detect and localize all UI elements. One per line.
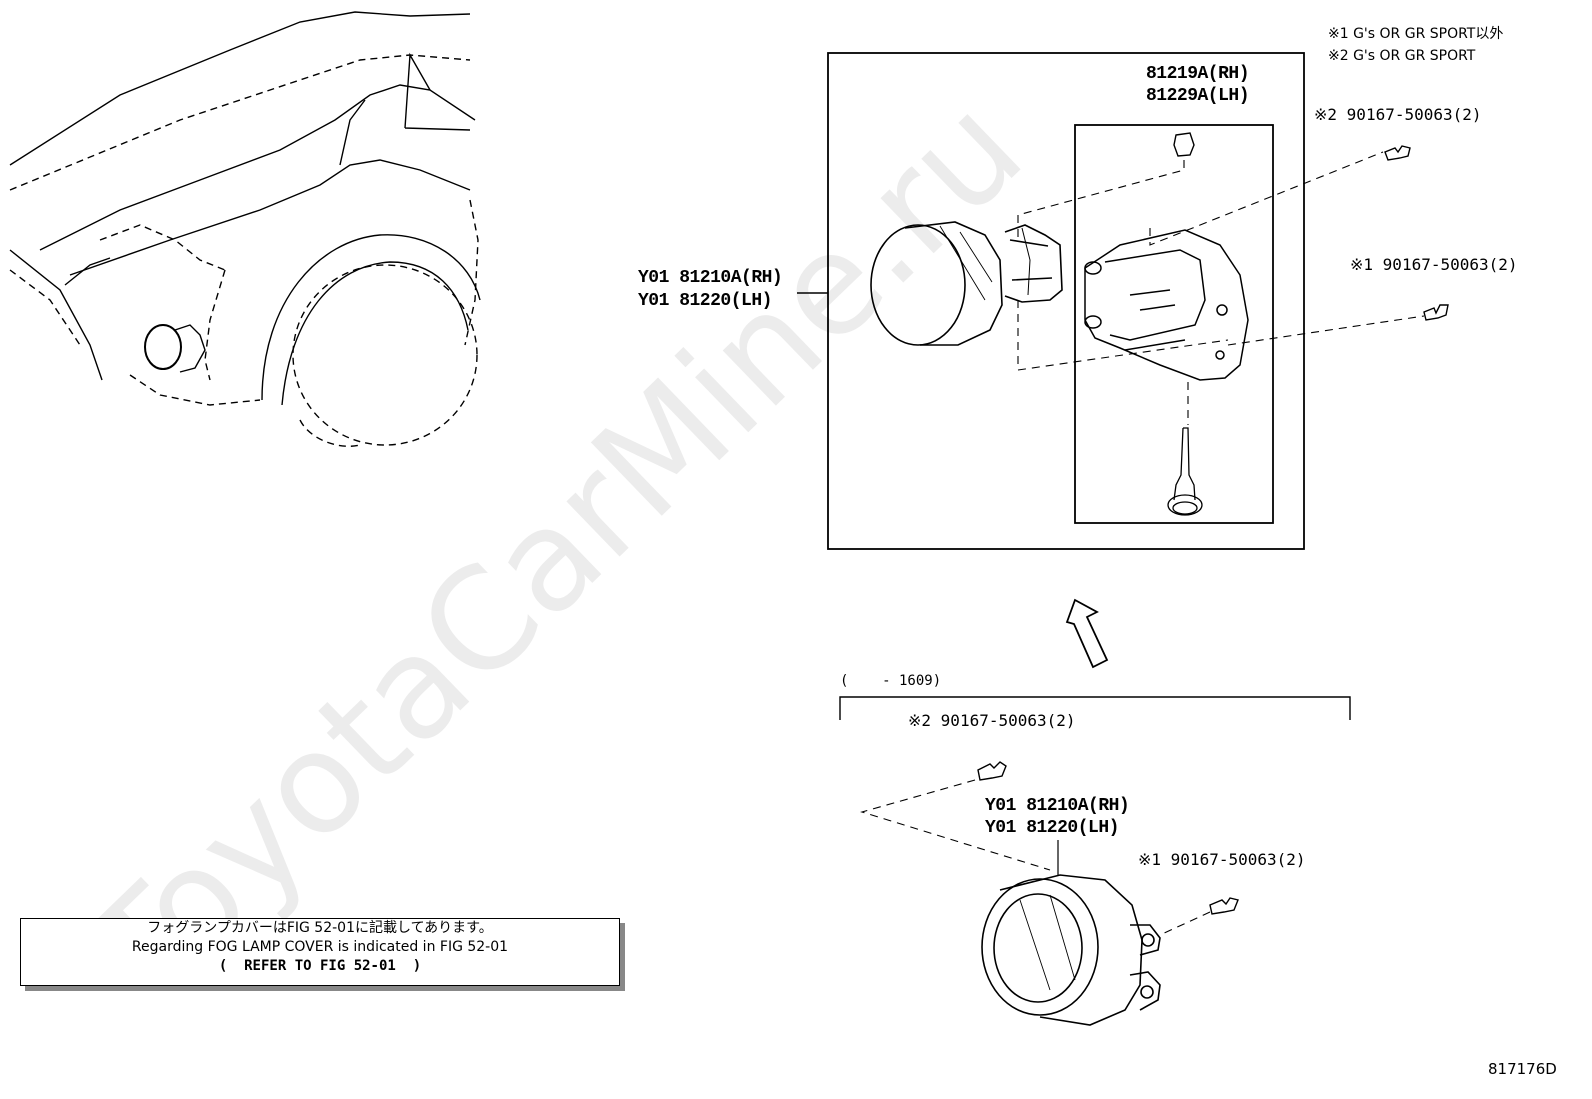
lower-leader-lines bbox=[860, 779, 1211, 936]
lower-lamp-part-lh-label: Y01 81220(LH) bbox=[985, 818, 1119, 838]
date-range-bracket bbox=[839, 696, 1351, 720]
legend-note-1: ※1 G's OR GR SPORT以外 bbox=[1328, 26, 1504, 42]
lamp-bracket bbox=[1084, 229, 1249, 381]
lower-screws bbox=[977, 761, 1239, 915]
upper-fog-lamp bbox=[870, 221, 1063, 346]
upper-screw-note2-label: ※2 90167-50063(2) bbox=[1314, 105, 1482, 124]
note-line-jp: フォグランプカバーはFIG 52-01に記載してあります。 bbox=[147, 920, 493, 936]
lower-screw-note2-label: ※2 90167-50063(2) bbox=[908, 711, 1076, 730]
lower-fog-lamp bbox=[981, 874, 1161, 1026]
lower-screw-note1-label: ※1 90167-50063(2) bbox=[1138, 850, 1306, 869]
upper-screws bbox=[1384, 145, 1449, 321]
bracket-part-lh-label: 81229A(LH) bbox=[1146, 86, 1250, 106]
upper-lamp-part-rh-label: Y01 81210A(RH) bbox=[638, 268, 783, 288]
watermark: ToyotaCarMine.ru bbox=[60, 68, 1054, 1036]
car-front-illustration bbox=[9, 11, 481, 447]
fog-lamp-cover-note: フォグランプカバーはFIG 52-01に記載してあります。 Regarding … bbox=[20, 918, 620, 986]
upward-arrow bbox=[1065, 598, 1109, 669]
note-line-ref: ( REFER TO FIG 52-01 ) bbox=[218, 958, 422, 974]
note-line-en: Regarding FOG LAMP COVER is indicated in… bbox=[131, 939, 509, 955]
lower-lamp-part-rh-label: Y01 81210A(RH) bbox=[985, 796, 1130, 816]
date-range-label: ( - 1609) bbox=[840, 673, 942, 689]
bracket-part-rh-label: 81219A(RH) bbox=[1146, 64, 1250, 84]
upper-lamp-part-lh-label: Y01 81220(LH) bbox=[638, 291, 772, 311]
clip-part bbox=[1173, 132, 1195, 157]
figure-id: 817176D bbox=[1488, 1060, 1557, 1078]
bulb-part bbox=[1167, 427, 1203, 516]
upper-screw-note1-label: ※1 90167-50063(2) bbox=[1350, 255, 1518, 274]
upper-assembly-frame bbox=[797, 52, 1305, 550]
upper-leader-lines bbox=[1017, 151, 1425, 425]
legend-note-2: ※2 G's OR GR SPORT bbox=[1328, 48, 1476, 64]
